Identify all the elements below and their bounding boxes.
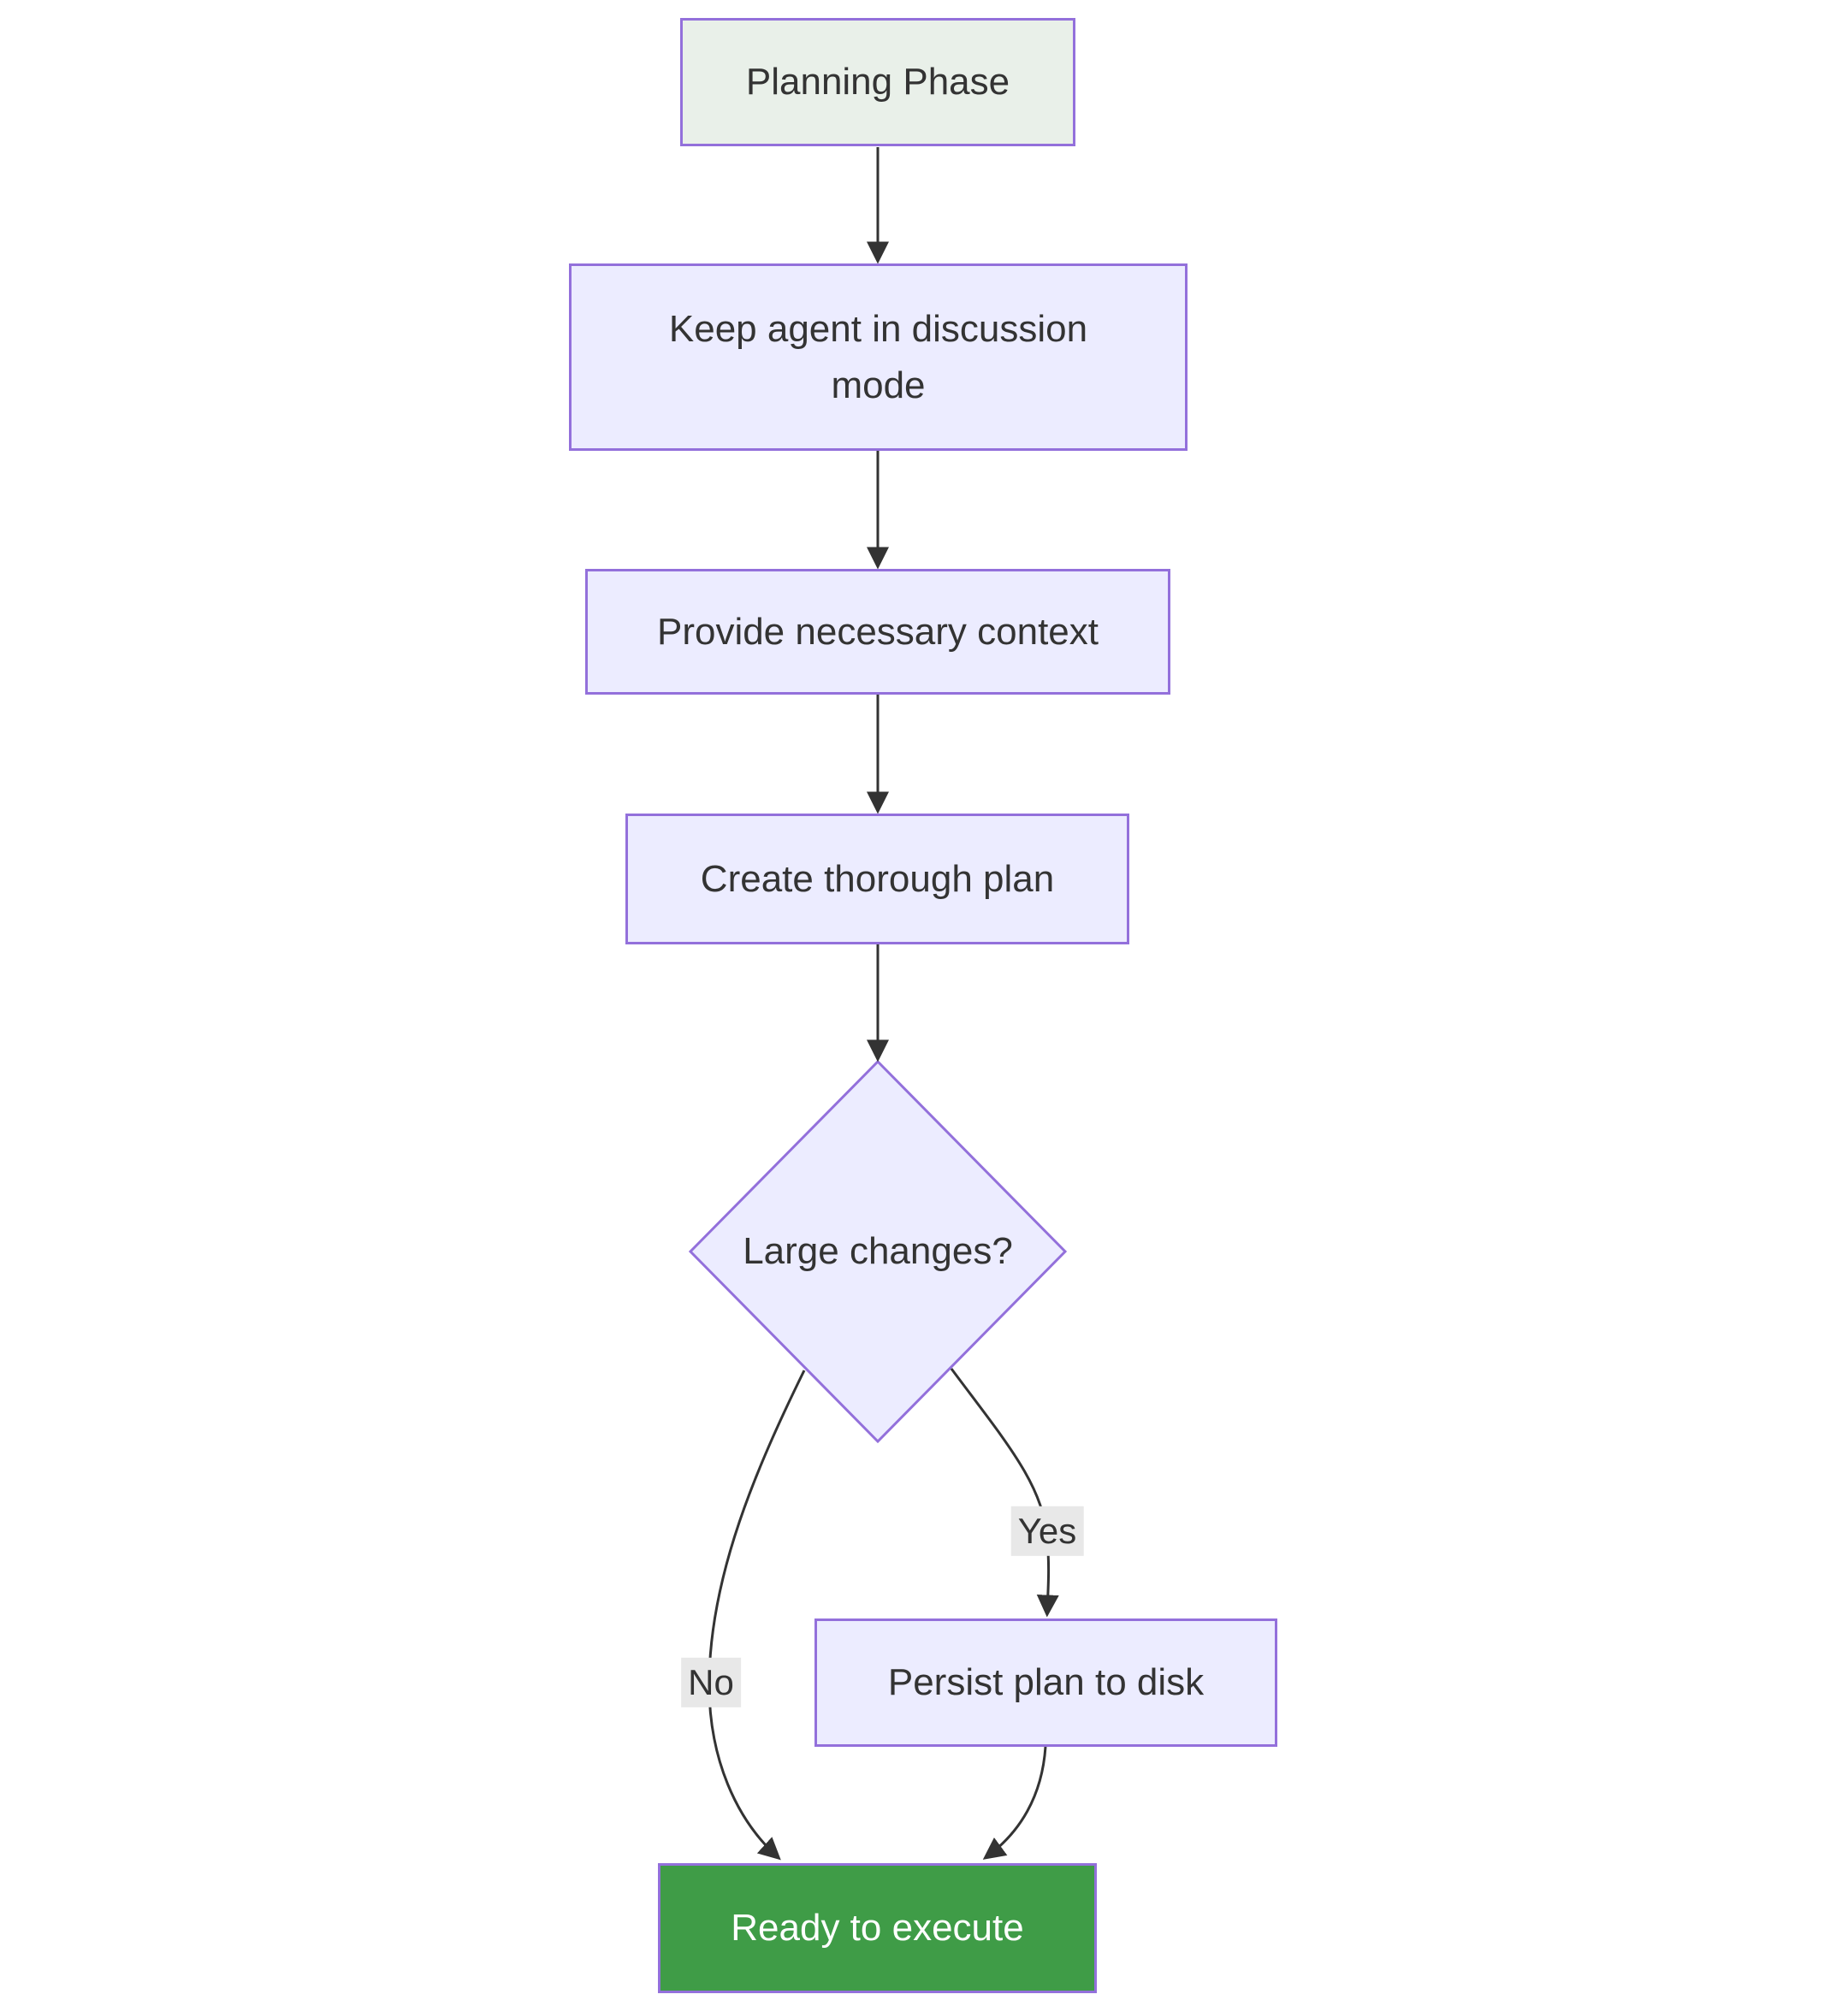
edge-decision-yes-to-persist	[950, 1368, 1059, 1618]
node-planning-phase: Planning Phase	[680, 18, 1075, 146]
decision-large-changes-label: Large changes?	[707, 1190, 1049, 1313]
node-label: Keep agent in discussion mode	[668, 307, 1088, 406]
node-provide-context: Provide necessary context	[585, 569, 1170, 695]
edge-persist-to-ready	[982, 1746, 1047, 1860]
edge-label-yes: Yes	[1010, 1506, 1084, 1557]
node-label: Create thorough plan	[700, 857, 1055, 900]
node-label: Persist plan to disk	[887, 1661, 1205, 1703]
node-label: Planning Phase	[745, 61, 1010, 103]
edge-decision-no-to-ready	[708, 1370, 806, 1861]
decision-diamond-shape	[688, 1059, 1068, 1444]
edge-label-no: No	[681, 1657, 741, 1708]
node-create-plan: Create thorough plan	[625, 814, 1129, 944]
node-persist-plan: Persist plan to disk	[814, 1618, 1277, 1747]
node-ready-execute: Ready to execute	[658, 1863, 1097, 1993]
node-label: Ready to execute	[731, 1907, 1024, 1949]
node-label: Provide necessary context	[656, 610, 1099, 653]
node-keep-agent-discussion: Keep agent in discussion mode	[569, 263, 1188, 451]
node-label: Large changes?	[743, 1230, 1013, 1272]
